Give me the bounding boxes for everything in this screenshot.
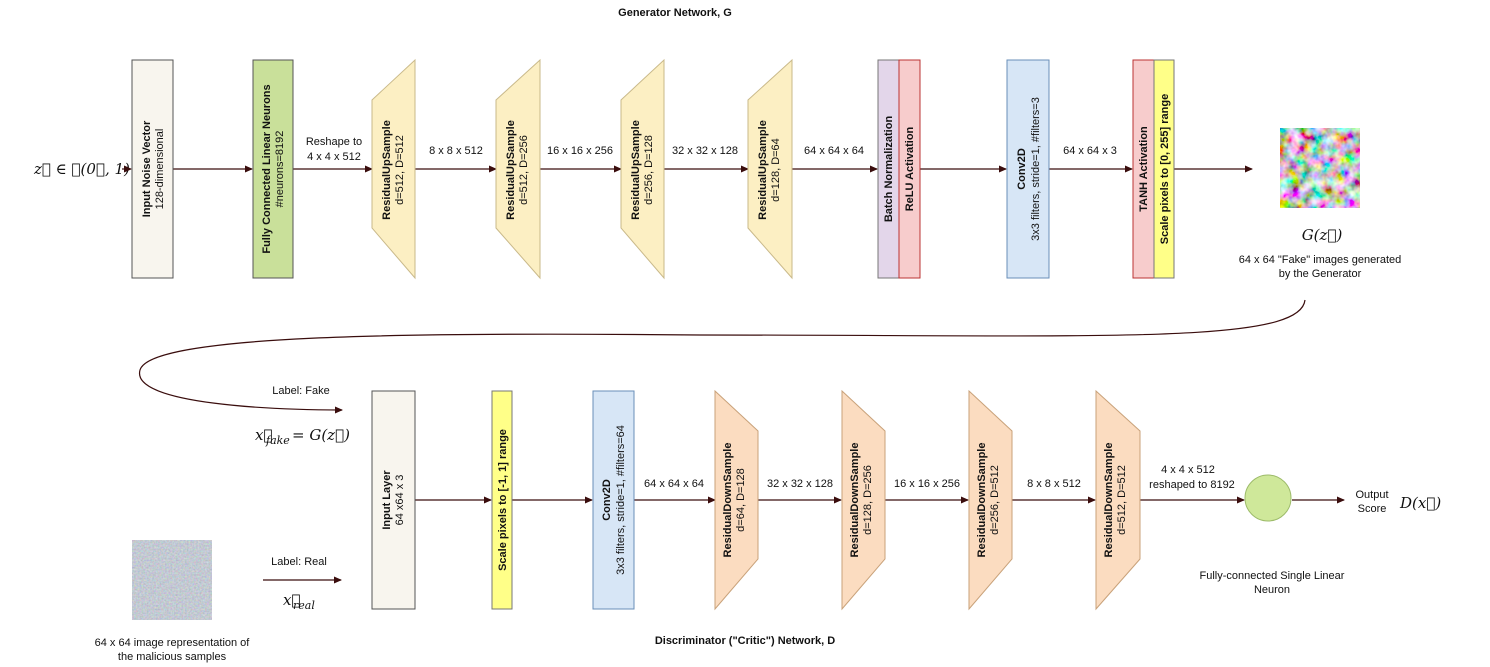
block-label: Input Layer (381, 470, 393, 530)
block-residual-upsample-1: ResidualUpSample d=512, D=512 (371, 58, 416, 280)
block-residual-downsample-3: ResidualDownSample d=256, D=512 (968, 389, 1013, 611)
block-label: Fully Connected Linear Neurons (261, 84, 273, 253)
output-score-formula: D(x⃗) (1399, 494, 1441, 512)
edge-label-d-16x16x256: 16 x 16 x 256 (894, 478, 960, 490)
x-fake-subscript: fake (265, 434, 290, 447)
block-sublabel: d=128, D=256 (862, 465, 874, 535)
block-label: Scale pixels to [-1, 1] range (497, 429, 509, 571)
real-image-caption-2: the malicious samples (118, 651, 227, 663)
real-image-caption-1: 64 x 64 image representation of (95, 637, 251, 649)
block-residual-downsample-1: ResidualDownSample d=64, D=128 (714, 389, 759, 611)
x-real-subscript: real (293, 599, 315, 612)
neuron-caption-2: Neuron (1254, 584, 1290, 596)
input-noise-formula: z⃗ ∈ 𝒩(0⃗, 1) (33, 160, 130, 178)
edge-label-d-64x64x64: 64 x 64 x 64 (644, 478, 704, 490)
block-residual-upsample-3: ResidualUpSample d=256, D=128 (620, 58, 665, 280)
edge-label-reshape-2: 4 x 4 x 512 (307, 151, 361, 163)
block-label: Input Noise Vector (141, 120, 153, 217)
block-label: ResidualDownSample (722, 443, 734, 558)
block-label: ResidualUpSample (630, 120, 642, 220)
block-sublabel: d=512, D=256 (518, 135, 530, 205)
edge-label-d-32x32x128: 32 x 32 x 128 (767, 478, 833, 490)
block-conv2d-generator: Conv2D 3x3 filters, stride=1, #filters=3 (1006, 59, 1050, 279)
block-sublabel: d=64, D=128 (735, 468, 747, 532)
block-sublabel: 64 x64 x 3 (394, 475, 406, 526)
block-scale-0-255: Scale pixels to [0, 255] range (1153, 59, 1175, 279)
block-sublabel: d=512, D=512 (394, 135, 406, 205)
x-fake-formula: x⃗ fake = G(z⃗) (255, 426, 350, 447)
generator-title: Generator Network, G (618, 7, 732, 19)
block-scale-minus1-1: Scale pixels to [-1, 1] range (491, 390, 513, 610)
block-sublabel: 3x3 filters, stride=1, #filters=3 (1030, 97, 1042, 241)
block-residual-downsample-4: ResidualDownSample d=512, D=512 (1095, 389, 1141, 611)
block-label: ResidualUpSample (757, 120, 769, 220)
block-label: ResidualDownSample (1103, 443, 1115, 558)
x-real-symbol: x⃗ (283, 591, 300, 609)
arrow-fake-to-discriminator (139, 299, 1306, 414)
real-image-sample (132, 540, 212, 620)
block-label: TANH Activation (1138, 126, 1150, 212)
block-sublabel: 128-dimensional (154, 129, 166, 210)
output-score-label-2: Score (1358, 503, 1387, 515)
block-sublabel: d=256, D=128 (643, 135, 655, 205)
block-relu-activation: ReLU Activation (898, 59, 921, 279)
x-fake-symbol: x⃗ (255, 426, 272, 444)
fake-image-sample (1280, 128, 1360, 208)
block-fully-connected: Fully Connected Linear Neurons #neurons=… (252, 59, 294, 279)
block-label: ResidualUpSample (381, 120, 393, 220)
block-residual-downsample-2: ResidualDownSample d=128, D=256 (841, 389, 886, 611)
x-fake-equation: = G(z⃗) (292, 426, 350, 444)
block-batch-normalization: Batch Normalization (877, 59, 900, 279)
edge-label-d-reshape-2: reshaped to 8192 (1149, 479, 1235, 491)
label-fake: Label: Fake (272, 385, 329, 397)
block-residual-upsample-2: ResidualUpSample d=512, D=256 (495, 58, 541, 280)
block-label: Batch Normalization (883, 116, 895, 223)
output-neuron (1244, 474, 1292, 522)
block-sublabel: 3x3 filters, stride=1, #filters=64 (615, 425, 627, 575)
edge-label-64x64x3: 64 x 64 x 3 (1063, 145, 1117, 157)
block-residual-upsample-4: ResidualUpSample d=128, D=64 (747, 58, 793, 280)
x-real-formula: x⃗ real (283, 591, 315, 612)
block-conv2d-discriminator: Conv2D 3x3 filters, stride=1, #filters=6… (592, 390, 635, 610)
edge-label-reshape-1: Reshape to (306, 136, 362, 148)
edge-label-16x16x256: 16 x 16 x 256 (547, 145, 613, 157)
block-tanh-activation: TANH Activation (1132, 59, 1155, 279)
block-label: Conv2D (1016, 148, 1028, 190)
fake-output-caption-1: 64 x 64 "Fake" images generated (1239, 254, 1402, 266)
block-label: ResidualUpSample (505, 120, 517, 220)
edge-label-d-reshape-1: 4 x 4 x 512 (1161, 464, 1215, 476)
discriminator-title: Discriminator ("Critic") Network, D (655, 635, 835, 647)
fake-output-caption-2: by the Generator (1279, 268, 1362, 280)
block-label: ReLU Activation (904, 126, 916, 211)
block-sublabel: #neurons=8192 (274, 131, 286, 208)
block-sublabel: d=128, D=64 (770, 138, 782, 202)
edge-label-32x32x128: 32 x 32 x 128 (672, 145, 738, 157)
block-label: Scale pixels to [0, 255] range (1159, 94, 1171, 244)
fake-output-formula: G(z⃗) (1302, 226, 1343, 244)
block-input-layer: Input Layer 64 x64 x 3 (371, 390, 416, 610)
label-real: Label: Real (271, 556, 327, 568)
edge-label-d-8x8x512: 8 x 8 x 512 (1027, 478, 1081, 490)
block-input-noise-vector: Input Noise Vector 128-dimensional (131, 59, 174, 279)
block-label: ResidualDownSample (976, 443, 988, 558)
edge-label-8x8x512: 8 x 8 x 512 (429, 145, 483, 157)
block-label: Conv2D (601, 479, 613, 521)
block-sublabel: d=512, D=512 (1116, 465, 1128, 535)
block-sublabel: d=256, D=512 (989, 465, 1001, 535)
neuron-caption-1: Fully-connected Single Linear (1200, 570, 1345, 582)
block-label: ResidualDownSample (849, 443, 861, 558)
edge-label-64x64x64: 64 x 64 x 64 (804, 145, 864, 157)
output-score-label-1: Output (1355, 489, 1388, 501)
